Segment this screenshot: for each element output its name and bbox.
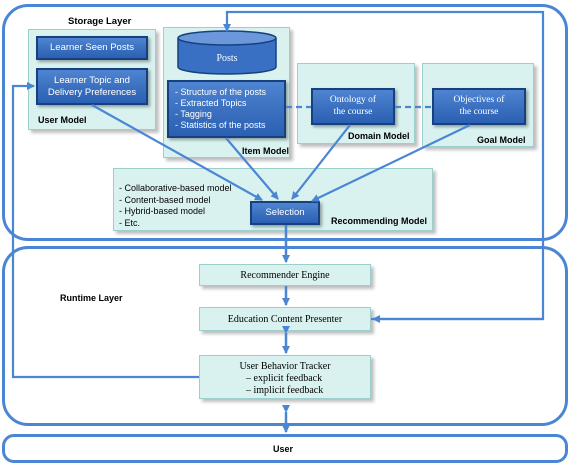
item-attr-2: - Extracted Topics: [175, 98, 247, 108]
item-model-label: Item Model: [242, 146, 290, 156]
selection-text: Selection: [265, 207, 305, 219]
objectives-box: Objectives of the course: [432, 88, 526, 125]
arrow-preferences-to-selection: [91, 104, 263, 201]
ontology-line2: the course: [333, 106, 373, 117]
posts-label: Posts: [216, 53, 237, 64]
arrow-ontology-to-selection: [291, 124, 351, 200]
goal-model-label: Goal Model: [477, 135, 526, 145]
arrow-objectives-to-selection: [311, 124, 471, 202]
recommender-engine-box: Recommender Engine: [199, 264, 371, 286]
ontology-box: Ontology of the course: [311, 88, 395, 125]
user-model-label: User Model: [38, 115, 87, 125]
user-label: User: [273, 444, 294, 454]
item-attr-3: - Tagging: [175, 109, 212, 119]
posts-database: Posts: [177, 30, 277, 75]
rec-item-4: - Etc.: [119, 217, 141, 228]
storage-layer-title: Storage Layer: [68, 16, 132, 27]
rec-item-2: - Content-based model: [119, 194, 211, 205]
learner-seen-posts-box: Learner Seen Posts: [36, 36, 148, 60]
tracker-to-user-model-line: [11, 82, 199, 379]
runtime-layer-title: Runtime Layer: [60, 293, 123, 303]
preferences-line2: Delivery Preferences: [47, 86, 137, 98]
domain-model-label: Domain Model: [348, 131, 410, 141]
objectives-line2: the course: [459, 106, 499, 117]
objectives-line1: Objectives of: [453, 94, 505, 105]
user-behavior-tracker-box: User Behavior Tracker – explicit feedbac…: [199, 355, 371, 399]
education-content-presenter-text: Education Content Presenter: [227, 313, 343, 325]
selection-box: Selection: [250, 201, 320, 225]
recommending-model-label: Recommending Model: [331, 216, 428, 226]
item-attr-1: - Structure of the posts: [175, 87, 267, 97]
item-attributes-box: - Structure of the posts - Extracted Top…: [167, 80, 286, 138]
recommender-engine-text: Recommender Engine: [240, 269, 330, 281]
rec-item-3: - Hybrid-based model: [119, 206, 206, 216]
tracker-implicit: – implicit feedback: [246, 385, 324, 396]
tracker-title: User Behavior Tracker: [239, 361, 331, 372]
arrow-item-to-selection: [225, 137, 279, 200]
rec-item-1: - Collaborative-based model: [119, 183, 232, 193]
learner-seen-posts-text: Learner Seen Posts: [50, 42, 134, 54]
ontology-line1: Ontology of: [329, 94, 377, 105]
learner-preferences-box: Learner Topic and Delivery Preferences: [36, 68, 148, 105]
item-attr-4: - Statistics of the posts: [175, 120, 266, 130]
recommending-models-list: - Collaborative-based model - Content-ba…: [119, 183, 232, 229]
user-bar: [2, 434, 568, 463]
tracker-explicit: – explicit feedback: [246, 373, 323, 384]
preferences-line1: Learner Topic and: [54, 74, 130, 86]
